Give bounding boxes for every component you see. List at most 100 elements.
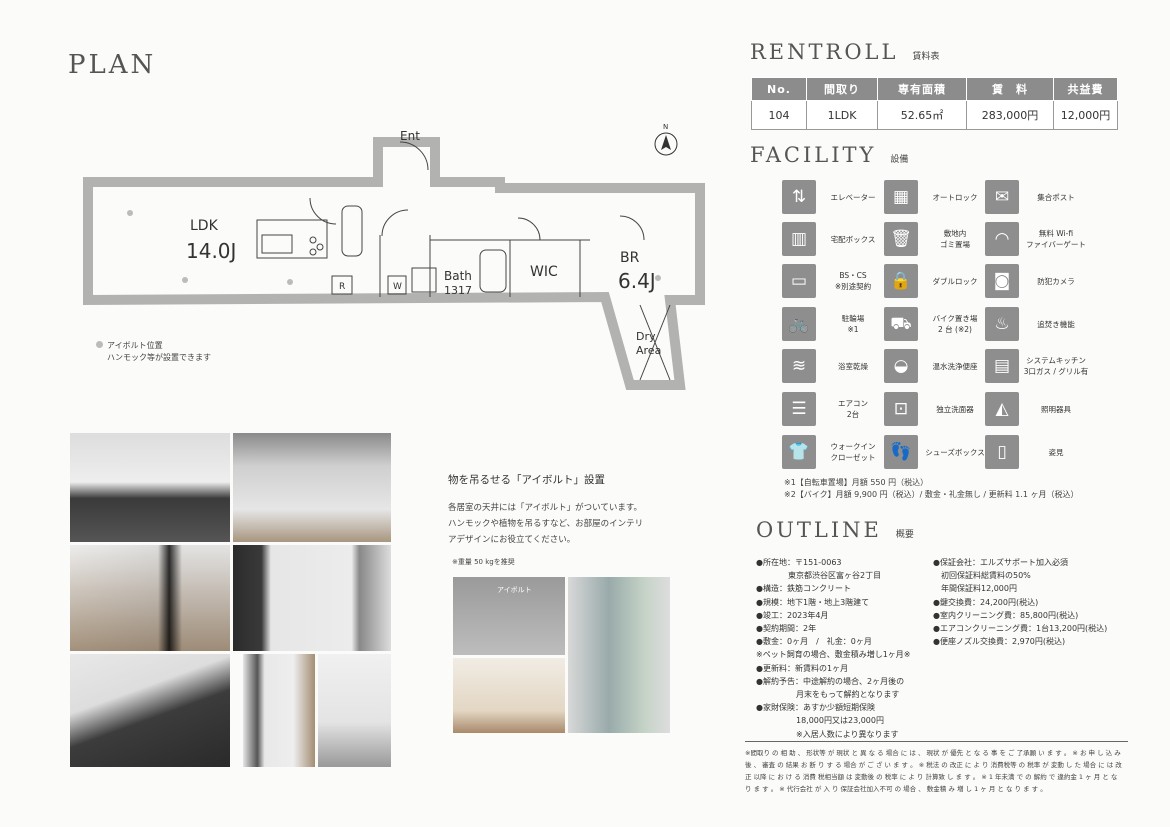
outline-left-column: ●所在地：〒151-0063 東京都渋谷区富ヶ谷2丁目●構造：鉄筋コンクリート●… xyxy=(756,556,911,741)
photo-living-room xyxy=(233,433,391,542)
outline-line: ●室内クリーニング費：85,800円(税込) xyxy=(933,610,1079,620)
bath-dryer-icon: ≋ xyxy=(782,349,816,383)
facility-item: ♨追焚き機能 xyxy=(985,307,1085,343)
outline-line: ※入居人数により異なります xyxy=(756,729,899,739)
facility-item: ▥ 宅配ボックス xyxy=(782,222,882,258)
camera-icon: ◙ xyxy=(985,264,1019,298)
facility-item: ▤システムキッチン 3口ガス / グリル有 xyxy=(985,349,1088,385)
facility-item: 👕 ウォークイン クローゼット xyxy=(782,435,882,471)
outline-line: 東京都渋谷区富ヶ谷2丁目 xyxy=(756,571,882,581)
facility-label: ウォークイン クローゼット xyxy=(830,442,876,462)
fridge-label: R xyxy=(339,282,345,292)
facility-item: ⊡ 独立洗面器 xyxy=(884,392,984,428)
outline-line: ●規模：地下1階・地上3階建て xyxy=(756,597,870,607)
delivery-box-icon: ▥ xyxy=(782,222,816,256)
dry-area-label-2: Area xyxy=(636,344,661,357)
facility-label: 無料 Wi-fi ファイバーゲート xyxy=(1026,229,1086,249)
facility-label: 温水洗浄便座 xyxy=(932,361,978,371)
footer-note: ※間取り の 相 助 、 形状等 が 現状 と 異 な る 場合 に は 、 現… xyxy=(745,749,1122,793)
bath-label: Bath xyxy=(444,269,472,283)
br-label: BR xyxy=(620,250,640,266)
outline-line: ●便座ノズル交換費：2,970円(税込) xyxy=(933,637,1066,647)
facility-item: ◭照明器具 xyxy=(985,392,1085,428)
photo-kitchen xyxy=(70,433,230,542)
facility-label: 宅配ボックス xyxy=(830,234,876,244)
outline-line: ●解約予告：中途解約の場合、2ヶ月後の xyxy=(756,676,905,686)
reheat-icon: ♨ xyxy=(985,307,1019,341)
toilet-icon: ◒ xyxy=(884,349,918,383)
plan-title: PLAN xyxy=(68,50,157,80)
facility-label: 姿見 xyxy=(1048,447,1064,457)
rentroll-table: No. 間取り 専有面積 賃 料 共益費 104 1LDK 52.65㎡ 283… xyxy=(751,77,1118,130)
wifi-icon: ◠ xyxy=(985,222,1019,256)
ldk-label: LDK xyxy=(190,218,219,234)
outline-line: ●契約期間：2年 xyxy=(756,624,817,634)
facility-label: オートロック xyxy=(932,192,978,202)
washbasin-icon: ⊡ xyxy=(884,392,918,426)
aircon-icon: ☰ xyxy=(782,392,816,426)
outline-line: ●エアコンクリーニング費：1台13,200円(税込) xyxy=(933,624,1108,634)
tv-icon: ▭ xyxy=(782,264,816,298)
shoebox-icon: 👣 xyxy=(884,435,918,469)
facility-label: システムキッチン 3口ガス / グリル有 xyxy=(1023,356,1089,376)
ldk-size: 14.0J xyxy=(186,239,236,263)
dry-area-label-1: Dry xyxy=(636,330,656,343)
facility-label: バイク置き場 2 台 (※2) xyxy=(932,314,978,334)
facility-item: ⇅エレベーター xyxy=(782,180,882,216)
autolock-icon: ▦ xyxy=(884,180,918,214)
outline-line: 18,000円又は23,000円 xyxy=(756,716,884,726)
facility-item: ◙ 防犯カメラ xyxy=(985,264,1085,300)
facility-notes: ※1【自転車置場】月額 550 円（税込） ※2【バイク】月額 9,900 円（… xyxy=(784,478,1079,499)
photo-washroom xyxy=(318,654,391,767)
facility-item: ⛟ バイク置き場 2 台 (※2) xyxy=(884,307,984,343)
outline-line: ●構造：鉄筋コンクリート xyxy=(756,584,851,594)
entrance-label: Ent xyxy=(400,129,420,143)
facility-label: 照明器具 xyxy=(1041,404,1071,414)
table-row: 104 1LDK 52.65㎡ 283,000円 12,000円 xyxy=(751,100,1118,130)
wic-label: WIC xyxy=(530,264,558,280)
mailbox-icon: ✉ xyxy=(985,180,1019,214)
eyebolt-feature-title: 物を吊るせる「アイボルト」設置 xyxy=(448,474,605,486)
bicycle-icon: 🚲 xyxy=(782,307,816,341)
facility-item: 🔒 ダブルロック xyxy=(884,264,984,300)
floor-plan: N LDK 14.0J Ent Bath 1317 WIC BR 6.4J Dr… xyxy=(83,123,705,390)
outline-line: 年間保証料12,000円 xyxy=(933,584,1017,594)
eyebolt-marker-icon xyxy=(96,341,103,348)
outline-line: ●敷金：0ヶ月 / 礼金：0ヶ月 xyxy=(756,637,872,647)
facility-item: ◒ 温水洗浄便座 xyxy=(884,349,984,385)
facility-label: 浴室乾燥 xyxy=(838,361,868,371)
outline-line: ●更新料：新賃料の1ヶ月 xyxy=(756,663,849,673)
facility-item: 👣シューズボックス xyxy=(884,435,985,471)
kitchen-icon: ▤ xyxy=(985,349,1019,383)
motorbike-icon: ⛟ xyxy=(884,307,918,341)
facility-item: ≋ 浴室乾燥 xyxy=(782,349,882,385)
photo-eyebolt-ceiling: アイボルト xyxy=(453,577,565,655)
facility-label: 駐輪場 ※1 xyxy=(841,314,865,334)
facility-label: 敷地内 ゴミ置場 xyxy=(940,229,970,249)
closet-icon: 👕 xyxy=(782,435,816,469)
eyebolt-feature-text: 各居室の天井には「アイボルト」がついています。 ハンモックや植物を吊るすなど、お… xyxy=(448,503,644,545)
trash-icon: 🗑 xyxy=(884,222,918,256)
outline-line: 月末をもって解約となります xyxy=(756,690,900,700)
washer-label: W xyxy=(393,282,402,292)
facility-label: BS・CS ※別途契約 xyxy=(834,271,872,291)
double-lock-icon: 🔒 xyxy=(884,264,918,298)
facility-label: 集合ポスト xyxy=(1037,192,1075,202)
outline-line: 初回保証料総賃料の50% xyxy=(933,571,1031,581)
outline-line: ※ペット飼育の場合、敷金積み増し1ヶ月※ xyxy=(756,650,911,660)
facility-label: 防犯カメラ xyxy=(1037,276,1075,286)
facility-item: 🚲 駐輪場 ※1 xyxy=(782,307,882,343)
facility-item: 🗑 敷地内 ゴミ置場 xyxy=(884,222,984,258)
facility-label: ダブルロック xyxy=(932,276,978,286)
photo-hanging-plants xyxy=(453,658,565,733)
elevator-icon: ⇅ xyxy=(782,180,816,214)
photo-hammock xyxy=(568,577,670,733)
photo-stove xyxy=(70,654,230,767)
facility-label: 独立洗面器 xyxy=(936,404,974,414)
facility-item: ◠ 無料 Wi-fi ファイバーゲート xyxy=(985,222,1086,258)
facility-item: ▦ オートロック xyxy=(884,180,984,216)
photo-closet xyxy=(233,545,391,651)
facility-item: ☰エアコン 2台 xyxy=(782,392,882,428)
